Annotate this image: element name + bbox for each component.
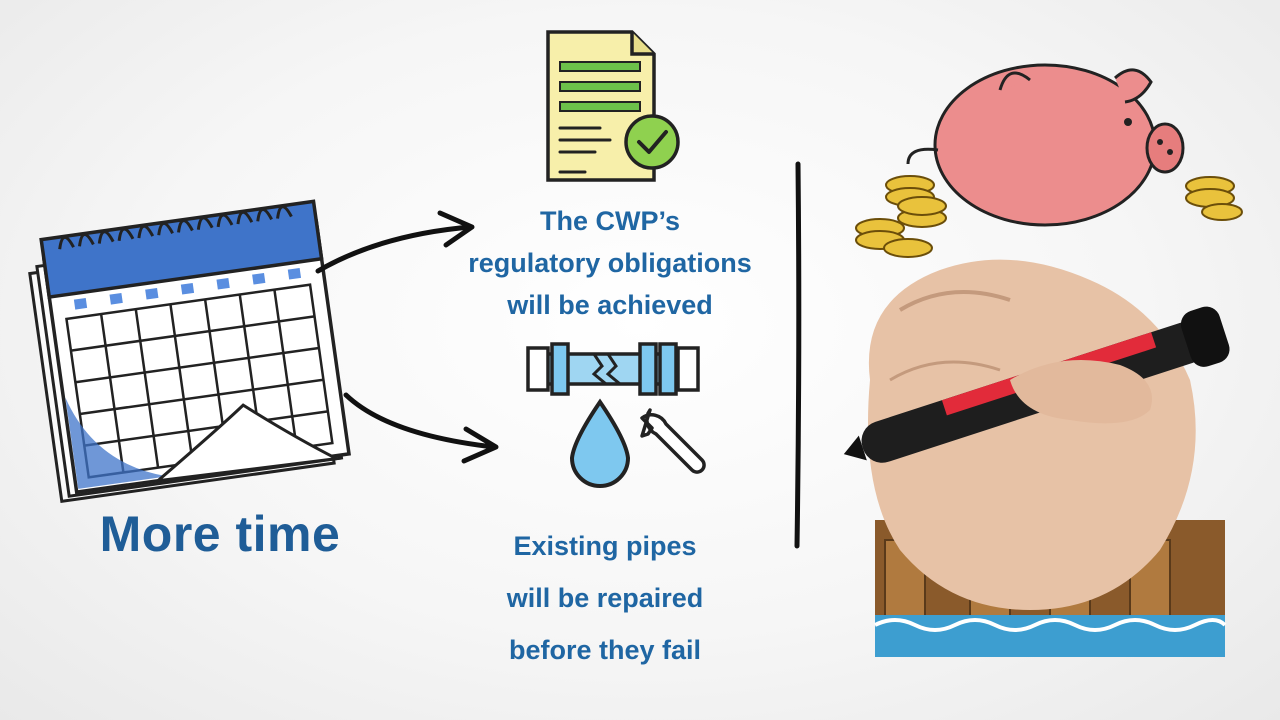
caption-line: Existing pipes <box>513 531 697 561</box>
more-time-label: More time <box>99 506 341 562</box>
vertical-divider <box>794 161 802 549</box>
caption-line: regulatory obligations <box>468 248 752 278</box>
arrow-down-right-icon <box>343 392 499 464</box>
arrow-up-right-icon <box>315 210 475 274</box>
calendar-icon <box>28 199 351 504</box>
outcome-regulatory-caption: The CWP’s regulatory obligations will be… <box>430 200 790 326</box>
document-check-icon <box>546 30 680 182</box>
caption-line: The CWP’s <box>539 206 680 236</box>
piggy-bank-hand-illustration <box>843 63 1243 657</box>
caption-line: before they fail <box>508 635 702 665</box>
caption-line: will be repaired <box>506 583 704 613</box>
pipe-repair-icon <box>526 342 706 488</box>
outcome-pipes-caption: Existing pipes will be repaired before t… <box>450 520 760 676</box>
caption-line: will be achieved <box>507 290 713 320</box>
